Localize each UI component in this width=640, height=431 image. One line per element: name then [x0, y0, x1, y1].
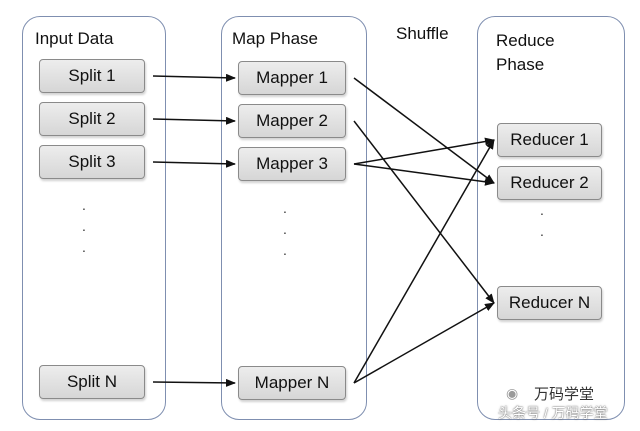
arrow-split-n-to-mapper-n — [152, 378, 236, 387]
input-data-title: Input Data — [35, 29, 114, 48]
reducer-node: Reducer N — [497, 286, 602, 320]
split-node: Split 2 — [39, 102, 145, 136]
reduce-phase-title: Reduce Phase — [496, 31, 555, 74]
arrow-mapper-n-to-reducer-n — [353, 302, 495, 384]
mapper-node: Mapper N — [238, 366, 346, 400]
reducer-node: Reducer 1 — [497, 123, 602, 157]
reduce-phase-panel — [477, 16, 625, 420]
wechat-logo-icon: ◉ — [506, 385, 519, 401]
shuffle-title: Shuffle — [396, 24, 449, 43]
split-node: Split 1 — [39, 59, 145, 93]
watermark: ◉ 万码学堂 头条号 / 万码学堂 — [498, 383, 634, 427]
arrow-split-3-to-mapper-3 — [152, 159, 236, 168]
arrow-split-2-to-mapper-2 — [152, 116, 236, 125]
arrow-mapper-1-to-reducer-2 — [353, 77, 495, 184]
split-node: Split 3 — [39, 145, 145, 179]
mapper-node: Mapper 2 — [238, 104, 346, 138]
reduce-ellipsis: . . — [540, 202, 544, 239]
map-phase-title: Map Phase — [232, 29, 318, 48]
split-node: Split N — [39, 365, 145, 399]
arrow-mapper-2-to-reducer-n — [353, 120, 495, 304]
watermark-source: 头条号 / 万码学堂 — [498, 405, 608, 421]
mapper-node: Mapper 1 — [238, 61, 346, 95]
input-ellipsis: . . . — [82, 197, 86, 255]
arrow-mapper-3-to-reducer-1 — [353, 137, 495, 165]
arrow-split-1-to-mapper-1 — [152, 73, 236, 82]
watermark-brand: 万码学堂 — [534, 386, 595, 403]
reducer-node: Reducer 2 — [497, 166, 602, 200]
map-ellipsis: . . . — [283, 200, 287, 258]
arrow-mapper-n-to-reducer-1 — [353, 139, 495, 384]
mapper-node: Mapper 3 — [238, 147, 346, 181]
